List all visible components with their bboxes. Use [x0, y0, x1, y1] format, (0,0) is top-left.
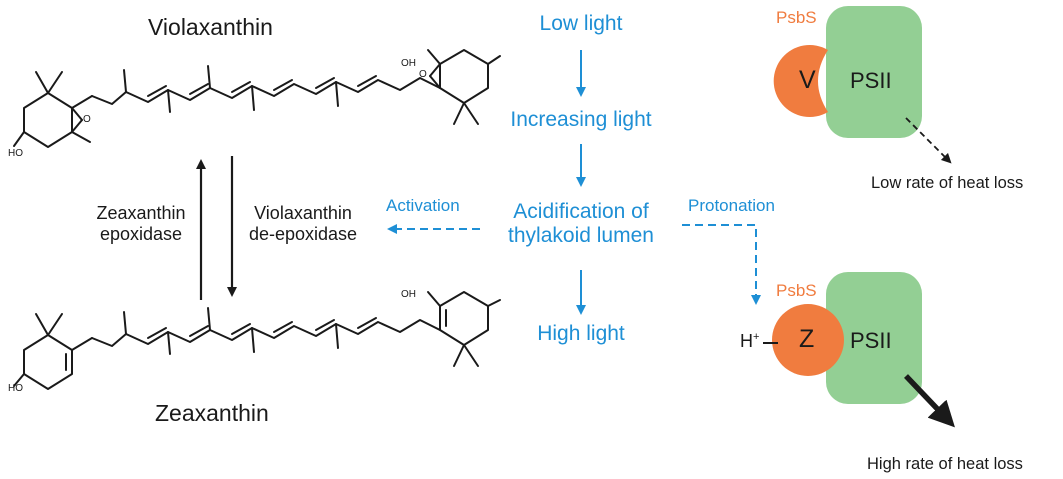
violaxanthin-epoxide-left: O	[83, 114, 91, 125]
step-high-light: High light	[537, 322, 625, 345]
step-acidification: Acidification of thylakoid lumen	[471, 200, 691, 248]
psbs-label-bottom: PsbS	[776, 281, 817, 300]
violaxanthin-de-epoxidase-label: Violaxanthin de-epoxidase	[241, 203, 365, 244]
violaxanthin-structure	[13, 49, 501, 148]
enzyme-up-line2: epoxidase	[99, 223, 183, 244]
high-heat-label: High rate of heat loss	[867, 455, 1023, 473]
proton-h: H	[740, 331, 753, 351]
violaxanthin-circle-label: V	[799, 66, 816, 94]
psii-label-bottom: PSII	[850, 328, 892, 353]
zeaxanthin-ho: HO	[8, 383, 23, 394]
high-heat-arrow	[904, 374, 955, 428]
violaxanthin-ho: HO	[8, 148, 23, 159]
protonation-arrow	[682, 224, 761, 305]
psii-box-top	[826, 6, 922, 138]
enzyme-up-line1: Zeaxanthin	[96, 203, 186, 223]
psii-label-top: PSII	[850, 68, 892, 93]
proton-plus: +	[753, 331, 760, 343]
acidification-line1: Acidification of	[513, 200, 649, 223]
violaxanthin-circle	[773, 44, 828, 118]
step-increasing-light: Increasing light	[510, 108, 652, 131]
activation-label: Activation	[386, 196, 460, 215]
zeaxanthin-structure	[13, 291, 501, 390]
zeaxanthin-epoxidase-label: Zeaxanthin epoxidase	[86, 203, 196, 244]
psii-box-bottom	[826, 272, 922, 404]
low-heat-label: Low rate of heat loss	[871, 174, 1024, 192]
violaxanthin-title: Violaxanthin	[148, 14, 273, 40]
protonation-label: Protonation	[688, 196, 775, 215]
zeaxanthin-circle	[772, 304, 844, 376]
zeaxanthin-oh: OH	[401, 289, 416, 300]
acidification-line2: thylakoid lumen	[508, 224, 654, 248]
psbs-label-top: PsbS	[776, 8, 817, 27]
violaxanthin-oh: OH	[401, 58, 416, 69]
zeaxanthin-title: Zeaxanthin	[155, 400, 269, 426]
enzyme-down-line2: de-epoxidase	[248, 223, 358, 244]
enzyme-down-line1: Violaxanthin	[254, 203, 352, 223]
proton-label: H+	[740, 331, 759, 352]
zeaxanthin-circle-label: Z	[799, 325, 815, 353]
step-low-light: Low light	[539, 12, 623, 35]
violaxanthin-epoxide-right: O	[419, 69, 427, 80]
